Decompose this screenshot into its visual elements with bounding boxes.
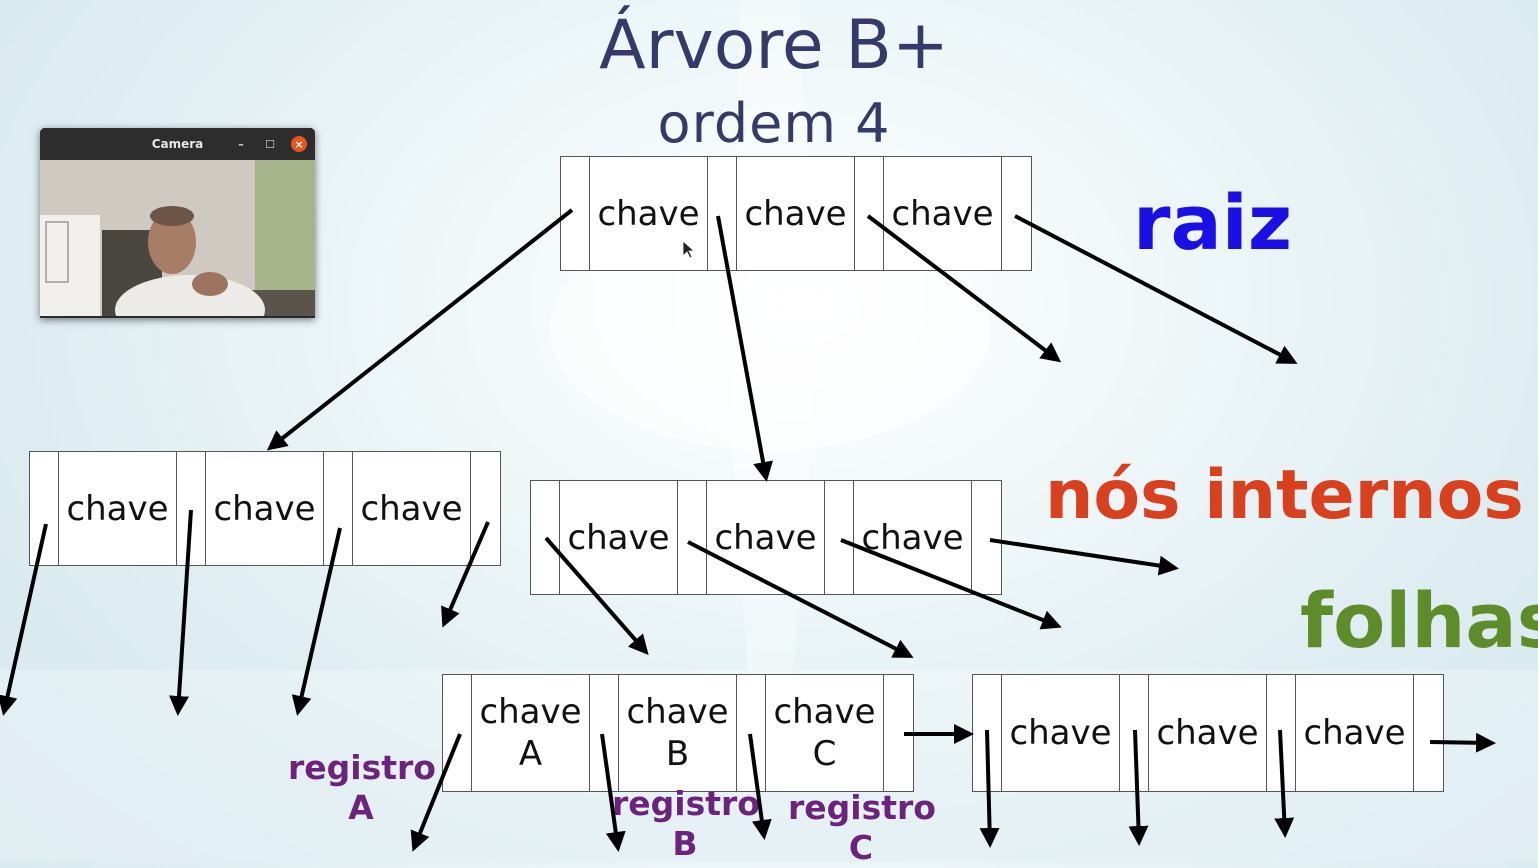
key-label: chave (773, 692, 876, 732)
key-label: chave (360, 488, 463, 529)
pointer-cell (1267, 675, 1296, 791)
arrow (291, 527, 342, 716)
pointer-cell (561, 157, 590, 270)
arrow (979, 729, 1000, 848)
key-cell: chave (707, 481, 825, 594)
record-letter: B (672, 824, 698, 863)
camera-video-feed (40, 160, 315, 316)
camera-scene (40, 160, 315, 316)
key-cell: chave (590, 157, 708, 270)
key-suffix: C (812, 734, 837, 774)
arrow (866, 214, 1062, 363)
diagram-title: Árvore B+ (599, 6, 949, 85)
arrow (1429, 732, 1496, 753)
mouse-cursor-icon (682, 240, 696, 259)
key-cell: chave (884, 157, 1002, 270)
arrow (0, 523, 48, 716)
key-label: chave (597, 193, 700, 234)
arrow (989, 538, 1179, 576)
pointer-cell (531, 481, 560, 594)
key-label: chave (714, 517, 817, 558)
arrow (1014, 214, 1298, 364)
arrow (441, 521, 490, 628)
leaves-label: folhas (1300, 576, 1538, 665)
key-label: chave (861, 517, 964, 558)
key-cell: chave A (472, 675, 590, 791)
key-cell: chave C (766, 675, 884, 791)
arrow (840, 538, 1062, 630)
arrow (169, 509, 193, 716)
key-suffix: A (518, 734, 543, 774)
key-cell: chave (1296, 675, 1414, 791)
record-a-label: registro A (288, 748, 436, 828)
pointer-cell (1120, 675, 1149, 791)
internal-node-left: chave chave chave (29, 451, 501, 566)
pointer-cell (855, 157, 884, 270)
arrow (544, 536, 649, 656)
key-label: chave (744, 193, 847, 234)
key-label: chave (1303, 713, 1406, 753)
arrow (600, 733, 626, 852)
key-cell: chave (206, 452, 324, 565)
pointer-cell (678, 481, 707, 594)
pointer-cell (825, 481, 854, 594)
arrow (266, 208, 574, 451)
pointer-cell (708, 157, 737, 270)
root-node: chave chave chave (560, 156, 1032, 271)
pointer-cell (443, 675, 472, 791)
record-word: registro (788, 788, 936, 827)
record-b-label: registro B (612, 784, 760, 864)
key-suffix: B (665, 734, 690, 774)
leaf-node-1: chave A chave B chave C (442, 674, 914, 792)
pointer-cell (324, 452, 353, 565)
record-word: registro (288, 748, 436, 787)
key-label: chave (626, 692, 729, 732)
camera-titlebar[interactable]: Camera – ☐ × (40, 128, 315, 160)
pointer-cell (30, 452, 59, 565)
record-letter: A (348, 788, 374, 827)
record-c-label: registro C (788, 788, 936, 868)
root-label: raiz (1133, 178, 1293, 267)
key-label: chave (479, 692, 582, 732)
record-word: registro (612, 784, 760, 823)
camera-window[interactable]: Camera – ☐ × (40, 128, 315, 318)
key-cell: chave (353, 452, 471, 565)
pointer-cell (177, 452, 206, 565)
pointer-cell (737, 675, 766, 791)
arrow (687, 540, 914, 658)
key-label: chave (1009, 713, 1112, 753)
key-cell: chave (59, 452, 177, 565)
maximize-button[interactable]: ☐ (265, 137, 275, 151)
key-label: chave (66, 488, 169, 529)
key-label: chave (891, 193, 994, 234)
arrow (1274, 729, 1295, 838)
close-button[interactable]: × (291, 136, 307, 152)
pointer-cell (590, 675, 619, 791)
key-cell: chave (854, 481, 972, 594)
key-label: chave (213, 488, 316, 529)
arrow (748, 733, 772, 840)
internal-nodes-label: nós internos (1045, 456, 1524, 535)
key-cell: chave (737, 157, 855, 270)
arrow (1128, 729, 1149, 846)
arrow (716, 215, 773, 482)
camera-window-title: Camera (151, 137, 204, 151)
key-cell: chave (1149, 675, 1267, 791)
key-label: chave (1156, 713, 1259, 753)
diagram-subtitle: ordem 4 (657, 92, 891, 155)
record-letter: C (848, 828, 874, 867)
key-cell: chave (560, 481, 678, 594)
pointer-cell (973, 675, 1002, 791)
key-label: chave (567, 517, 670, 558)
leaf-node-2: chave chave chave (972, 674, 1444, 792)
internal-node-middle: chave chave chave (530, 480, 1002, 595)
key-cell: chave (1002, 675, 1120, 791)
minimize-button[interactable]: – (238, 137, 244, 151)
arrow (410, 733, 462, 852)
key-cell: chave B (619, 675, 737, 791)
